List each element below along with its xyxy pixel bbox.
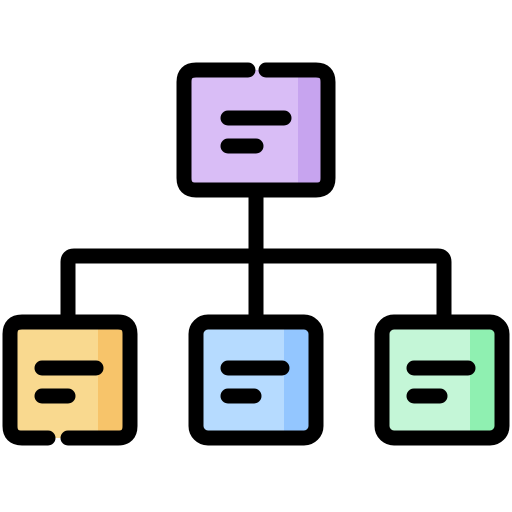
child-right-border bbox=[374, 314, 510, 446]
connector-lines bbox=[60, 188, 452, 328]
child-middle-border bbox=[188, 314, 324, 446]
root-node-fill bbox=[184, 70, 328, 190]
root-node bbox=[176, 62, 336, 198]
child-node-middle bbox=[188, 314, 324, 446]
child-node-right bbox=[374, 314, 510, 446]
root-node-border bbox=[176, 62, 336, 198]
child-node-left bbox=[2, 314, 138, 446]
child-left-border bbox=[2, 314, 138, 446]
